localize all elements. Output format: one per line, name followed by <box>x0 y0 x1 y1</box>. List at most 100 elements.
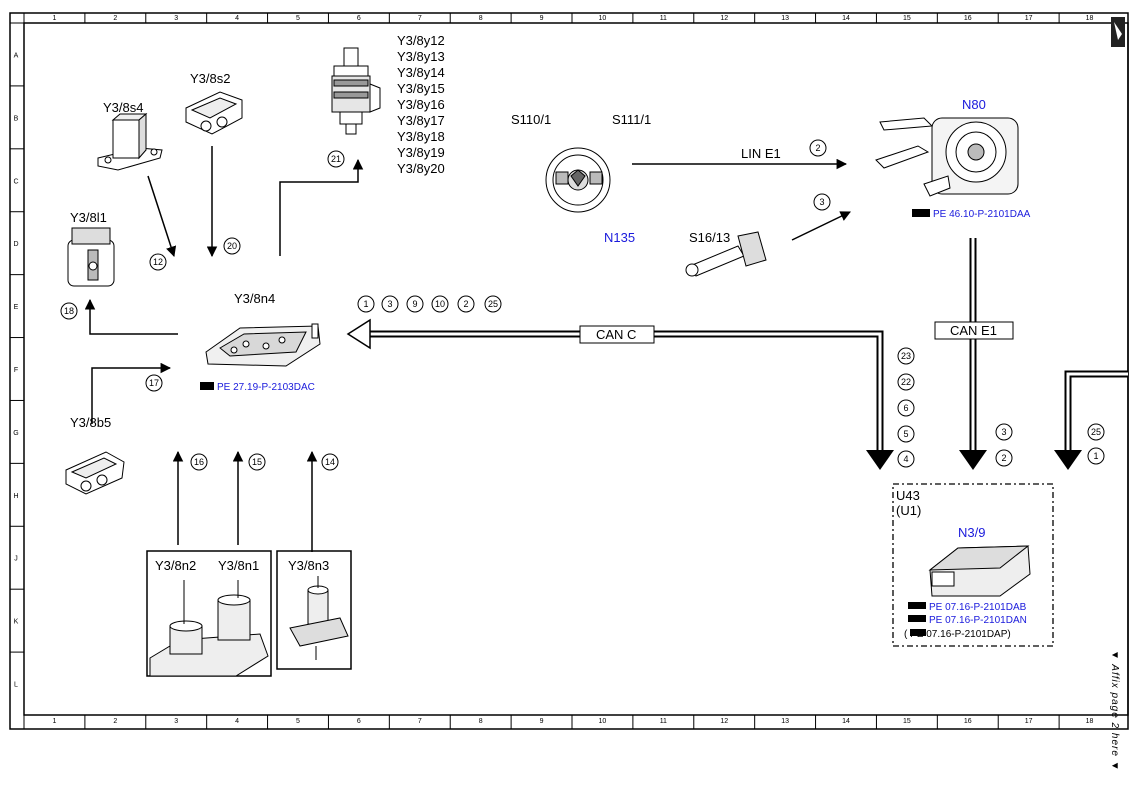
grid-column-label: 16 <box>964 15 972 22</box>
grid-row-label: J <box>14 556 18 563</box>
grid-row-label: L <box>14 682 18 689</box>
valve-label: Y3/8y19 <box>397 145 445 160</box>
grid-row-label: C <box>13 178 18 185</box>
grid-column-label: 13 <box>781 718 789 725</box>
grid-column-label: 13 <box>781 15 789 22</box>
right-marker-1: 1 <box>1087 447 1105 465</box>
grid-row-label: B <box>14 115 19 122</box>
grid-row-label: F <box>14 367 18 374</box>
grid-column-label: 12 <box>720 15 728 22</box>
svg-text:9: 9 <box>412 299 417 309</box>
n3-9-icon <box>928 545 1031 597</box>
grid-column-label: 9 <box>540 15 544 22</box>
svg-text:2: 2 <box>1001 453 1006 463</box>
svg-text:15: 15 <box>252 457 262 467</box>
stack-marker-5: 5 <box>897 425 915 443</box>
marker-3: 3 <box>813 193 831 211</box>
marker-21: 21 <box>327 150 345 168</box>
stack-marker-6: 6 <box>897 399 915 417</box>
grid-column-label: 6 <box>357 15 361 22</box>
bus-label-can-c: CAN C <box>596 327 636 342</box>
marker-18: 18 <box>60 302 78 320</box>
valve-label: Y3/8y14 <box>397 65 445 80</box>
marker-12: 12 <box>149 253 167 271</box>
grid-column-label: 2 <box>113 15 117 22</box>
can-c-marker-25: 25 <box>484 295 502 313</box>
svg-text:18: 18 <box>64 306 74 316</box>
label-y3-8n3: Y3/8n3 <box>288 558 329 573</box>
grid-column-label: 12 <box>720 718 728 725</box>
affix-note: ▼ Affix page 2 here ▼ <box>1109 650 1120 772</box>
svg-text:5: 5 <box>903 429 908 439</box>
y3-8n2-n1-box <box>146 550 272 677</box>
label-y3-8s2: Y3/8s2 <box>190 71 230 86</box>
can-c-bus <box>346 318 894 470</box>
grid-column-label: 8 <box>479 718 483 725</box>
book-icon <box>200 209 930 636</box>
ref-link-n4[interactable]: PE 27.19-P-2103DAC <box>217 382 315 393</box>
valve-label: Y3/8y17 <box>397 113 445 128</box>
svg-text:21: 21 <box>331 154 341 164</box>
marker-2: 2 <box>809 139 827 157</box>
ref-link-n3-9-dab[interactable]: PE 07.16-P-2101DAB <box>929 602 1027 613</box>
grid-column-label: 15 <box>903 718 911 725</box>
marker-15: 15 <box>248 453 266 471</box>
right-marker-25: 25 <box>1087 423 1105 441</box>
grid-column-label: 18 <box>1086 718 1094 725</box>
grid-column-label: 4 <box>235 15 239 22</box>
marker-20: 20 <box>223 237 241 255</box>
y3-8l1-icon <box>67 227 115 287</box>
label-y3-8n2: Y3/8n2 <box>155 558 196 573</box>
y3-8s2-icon <box>185 91 243 135</box>
can-e1-marker-3: 3 <box>995 423 1013 441</box>
label-s111-1: S111/1 <box>612 112 651 127</box>
valve-label: Y3/8y15 <box>397 81 445 96</box>
stack-marker-22: 22 <box>897 373 915 391</box>
label-n3-9: N3/9 <box>958 525 985 540</box>
grid-column-label: 17 <box>1025 718 1033 725</box>
svg-text:3: 3 <box>1001 427 1006 437</box>
label-s16-13: S16/13 <box>689 230 730 245</box>
label-u43: U43 <box>896 488 920 503</box>
can-c-marker-10: 10 <box>431 295 449 313</box>
grid-column-label: 7 <box>418 15 422 22</box>
grid-column-label: 14 <box>842 15 850 22</box>
valve-label: Y3/8y13 <box>397 49 445 64</box>
grid-row-label: H <box>13 493 18 500</box>
svg-text:14: 14 <box>325 457 335 467</box>
svg-text:16: 16 <box>194 457 204 467</box>
grid-column-label: 18 <box>1086 15 1094 22</box>
grid-column-label: 17 <box>1025 15 1033 22</box>
bus-label-lin-e1: LIN E1 <box>741 146 781 161</box>
valve-block-icon <box>331 47 381 135</box>
grid-column-label: 14 <box>842 718 850 725</box>
y3-8n3-box <box>276 550 352 670</box>
label-s110-1: S110/1 <box>511 112 551 127</box>
label-y3-8n4: Y3/8n4 <box>234 291 275 306</box>
svg-text:17: 17 <box>149 378 159 388</box>
grid-row-label: K <box>14 619 19 626</box>
y3-8b5-icon <box>65 451 125 495</box>
ref-link-n3-9-dap[interactable]: ( PE 07.16-P-2101DAP) <box>904 629 1011 640</box>
stack-marker-23: 23 <box>897 347 915 365</box>
grid-column-label: 7 <box>418 718 422 725</box>
s16-13-icon <box>685 231 767 277</box>
svg-text:6: 6 <box>903 403 908 413</box>
label-n135: N135 <box>604 230 635 245</box>
label-y3-8b5: Y3/8b5 <box>70 415 111 430</box>
u43-dashed-box <box>892 483 1054 647</box>
grid-column-label: 3 <box>174 718 178 725</box>
can-c-marker-9: 9 <box>406 295 424 313</box>
grid-row-label: A <box>14 52 19 59</box>
svg-text:1: 1 <box>1093 451 1098 461</box>
grid-column-label: 11 <box>660 718 667 725</box>
connection-lines <box>84 146 851 552</box>
y3-8n4-icon <box>205 323 321 367</box>
y3-8s4-icon <box>97 112 163 171</box>
label-u1: (U1) <box>896 503 921 518</box>
markers: 12 20 21 2 3 18 17 16 15 14 1 3 9 10 2 2… <box>60 139 1105 471</box>
steering-wheel-icon <box>545 147 611 213</box>
ref-link-n3-9-dan[interactable]: PE 07.16-P-2101DAN <box>929 615 1027 626</box>
ref-link-n80[interactable]: PE 46.10-P-2101DAA <box>933 209 1031 220</box>
